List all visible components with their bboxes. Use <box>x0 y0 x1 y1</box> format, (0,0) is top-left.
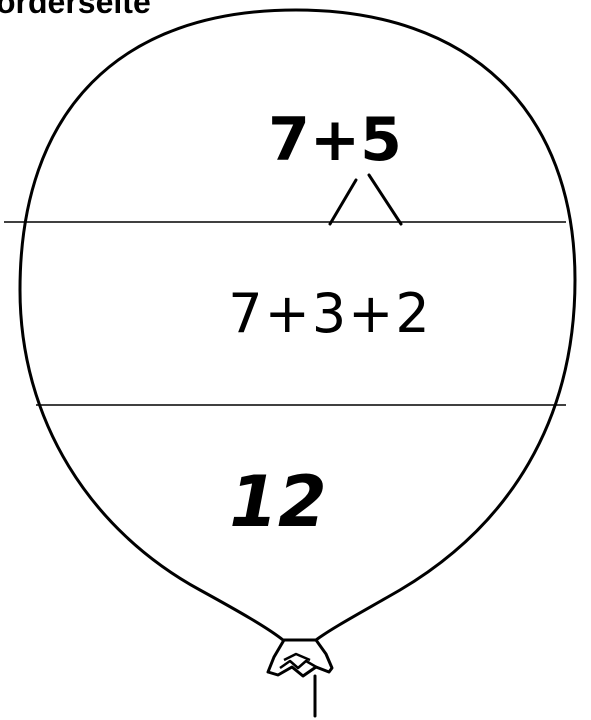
balloon-knot <box>266 638 334 678</box>
page-heading: orderseite <box>0 0 151 20</box>
addition-task: 7+5 <box>268 105 402 175</box>
split-branch-lines <box>328 173 403 226</box>
decomposition-step: 7+3+2 <box>228 282 432 345</box>
result-value: 12 <box>229 461 326 543</box>
balloon-knot-detail <box>279 652 319 670</box>
